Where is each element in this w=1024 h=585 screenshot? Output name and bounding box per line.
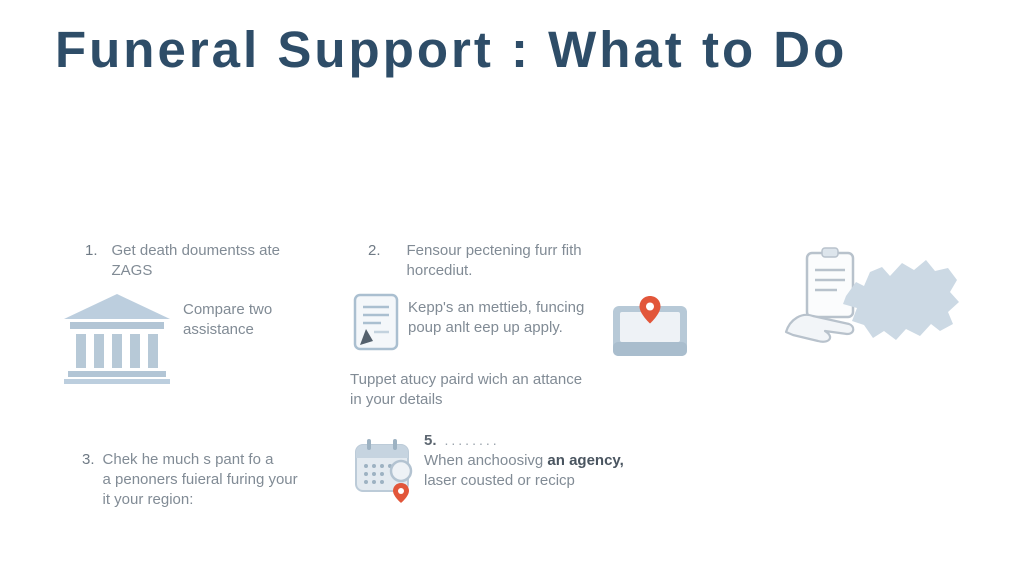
- step-2-note-line2: in your details: [350, 391, 443, 408]
- step-5-text-prefix: When anchoosivg: [424, 452, 548, 469]
- page-title: Funeral Support : What to Do: [55, 21, 848, 78]
- step-2-caption-line1: Kepp's an mettieb, funcing: [408, 299, 585, 316]
- step-5-block: 5......... When anchoosivg an agency, la…: [424, 430, 624, 491]
- step-2-line2: horcediut.: [406, 262, 473, 279]
- step-1-line1: Get death doumentss ate: [111, 242, 280, 259]
- step-1-caption: Compare two assistance: [183, 300, 272, 340]
- step-3-number: 3.: [82, 451, 95, 468]
- step-5-number: 5.: [424, 432, 437, 449]
- region-map-silhouette: [836, 250, 964, 360]
- step-1-caption-line2: assistance: [183, 321, 254, 338]
- step-2-line1: Fensour pectening furr fith: [406, 242, 582, 259]
- calendar-location-pin-icon: [354, 437, 416, 503]
- step-5-line2: laser cousted or recicp: [424, 472, 575, 489]
- step-3-line2: a penoners fuieral furing your: [102, 471, 298, 488]
- document-lines-icon: [352, 292, 400, 352]
- step-3-line3: it your region:: [102, 491, 194, 508]
- step-1-heading: 1. Get death doumentss ate ZAGS: [85, 241, 280, 281]
- step-2-note: Tuppet atucy paird wich an attance in yo…: [350, 370, 582, 410]
- step-5-text-bold: an agency,: [547, 452, 624, 469]
- step-5-dots: ........: [444, 432, 500, 448]
- bank-building-icon: [62, 292, 172, 384]
- step-1-line2: ZAGS: [111, 262, 153, 279]
- step-2-caption: Kepp's an mettieb, funcing poup anlt eep…: [408, 298, 584, 338]
- briefcase-location-pin-icon: [612, 294, 688, 358]
- clipboard-in-hand-icon: [783, 246, 865, 346]
- step-2-caption-line2: poup anlt eep up apply.: [408, 319, 563, 336]
- step-2-number: 2.: [368, 242, 381, 259]
- step-3-line1: Chek he much s pant fo a: [102, 451, 274, 468]
- step-2-note-line1: Tuppet atucy paird wich an attance: [350, 371, 583, 388]
- step-3-block: 3. Chek he much s pant fo a a penoners f…: [82, 450, 298, 510]
- step-1-caption-line1: Compare two: [183, 301, 273, 318]
- step-2-heading: 2. Fensour pectening furr fith horcediut…: [368, 241, 582, 281]
- step-1-number: 1.: [85, 242, 98, 259]
- step-5-line1: When anchoosivg an agency,: [424, 451, 624, 471]
